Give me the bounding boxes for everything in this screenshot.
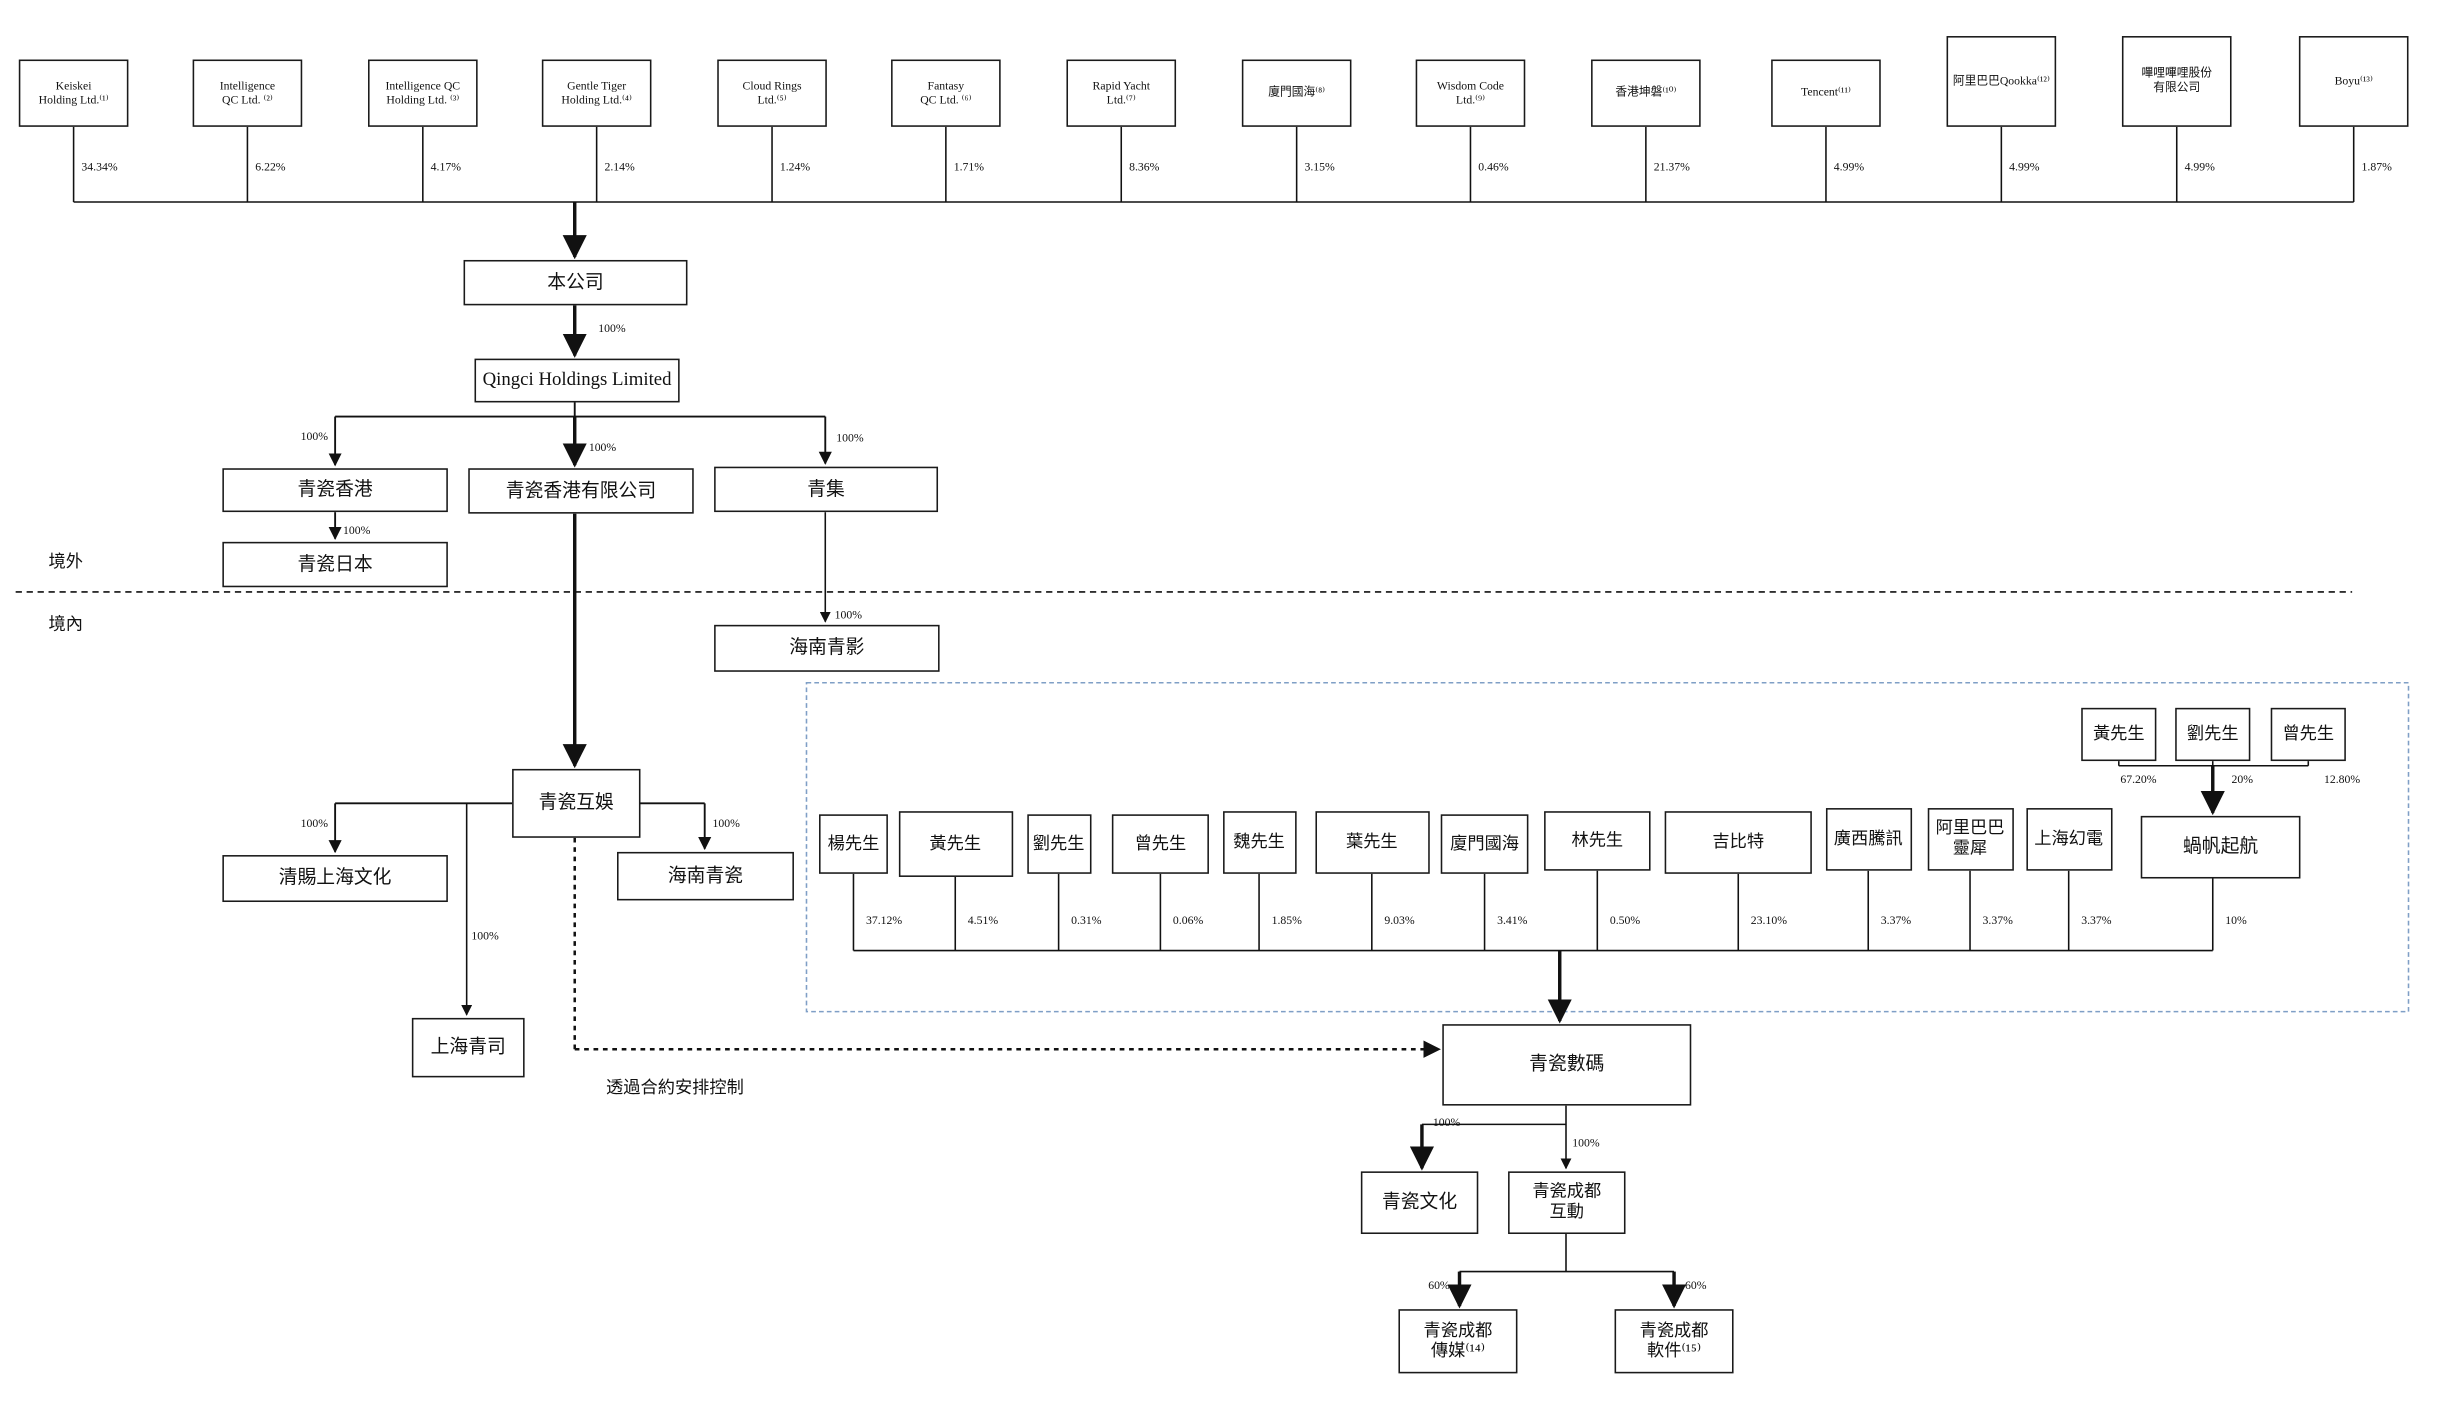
domestic-pct-2: 4.51% [967, 912, 999, 928]
hainan-qingying-box: 海南青影 [714, 624, 940, 672]
hainan-qingci-box: 海南青瓷 [617, 851, 794, 901]
qingci-chengdu-software-box: 青瓷成都 軟件⁽¹⁵⁾ [1614, 1309, 1734, 1374]
zone-offshore-label: 境外 [48, 552, 83, 572]
qingci-wenhua-box: 青瓷文化 [1360, 1171, 1479, 1235]
shareholder-box-11: Tencent⁽¹¹⁾ [1771, 59, 1881, 127]
domestic-shareholder-box-3: 劉先生 [1026, 814, 1091, 874]
domestic-pct-11: 3.37% [1982, 912, 2013, 928]
qingci-huyu-box: 青瓷互娛 [512, 768, 641, 838]
domestic-shareholder-box-11: 阿里巴巴 靈犀 [1926, 808, 2014, 871]
shareholder-pct-12: 4.99% [2009, 159, 2040, 174]
shanghai-culture-box: 清賜上海文化 [222, 855, 448, 903]
woofan-owner-pct-1: 67.20% [2120, 772, 2157, 787]
zone-onshore-label: 境內 [48, 615, 83, 635]
domestic-pct-13: 10% [2225, 912, 2247, 928]
woofan-owner-pct-2: 20% [2231, 772, 2254, 787]
pct-hk1: 100% [300, 429, 329, 444]
shareholder-pct-7: 8.36% [1129, 159, 1160, 174]
domestic-shareholders-frame [805, 681, 2410, 1013]
qingci-japan-box: 青瓷日本 [222, 541, 448, 588]
pct-cd-soft: 60% [1685, 1277, 1707, 1292]
domestic-pct-10: 3.37% [1880, 912, 1912, 928]
pct-hainan-qc: 100% [712, 815, 740, 830]
pct-japan: 100% [342, 523, 371, 538]
domestic-shareholder-box-4: 曾先生 [1111, 814, 1209, 874]
domestic-pct-12: 3.37% [2081, 912, 2112, 928]
pct-hk2: 100% [588, 440, 617, 455]
domestic-shareholder-box-1: 楊先生 [819, 814, 888, 874]
qingci-chengdu-hudong-box: 青瓷成都 互動 [1508, 1171, 1626, 1235]
shareholder-pct-1: 34.34% [81, 159, 118, 174]
domestic-shareholder-box-10: 廣西騰訊 [1825, 808, 1912, 871]
domestic-shareholder-box-5: 魏先生 [1222, 811, 1296, 874]
qingci-shuma-box: 青瓷數碼 [1442, 1024, 1692, 1106]
pct-wenhua: 100% [1432, 1114, 1461, 1130]
qingci-holdings-box: Qingci Holdings Limited [474, 358, 680, 403]
domestic-pct-5: 1.85% [1271, 912, 1302, 928]
domestic-pct-8: 0.50% [1609, 912, 1641, 928]
woofan-owner-box-3: 曾先生 [2270, 707, 2346, 762]
shanghai-qingsi-box: 上海青司 [411, 1017, 525, 1078]
pct-qingji: 100% [836, 430, 864, 445]
woofan-owner-box-2: 劉先生 [2175, 707, 2251, 762]
shareholder-pct-4: 2.14% [604, 159, 635, 174]
domestic-pct-1: 37.12% [865, 912, 903, 928]
pct-hainan-qy: 100% [834, 607, 863, 622]
shareholder-pct-3: 4.17% [430, 159, 461, 174]
shareholder-box-8: 廈門國海⁽⁸⁾ [1241, 59, 1352, 127]
shareholder-box-12: 阿里巴巴Qookka⁽¹²⁾ [1946, 36, 2057, 127]
shareholder-box-10: 香港坤磐⁽¹⁰⁾ [1591, 59, 1701, 127]
pct-company-holdings: 100% [598, 321, 626, 336]
company-box: 本公司 [463, 259, 688, 306]
qingci-chengdu-media-box: 青瓷成都 傳媒⁽¹⁴⁾ [1398, 1309, 1518, 1374]
domestic-shareholder-box-12: 上海幻電 [2025, 808, 2112, 871]
domestic-pct-6: 9.03% [1384, 912, 1415, 928]
domestic-pct-9: 23.10% [1750, 912, 1788, 928]
pct-hudong: 100% [1572, 1135, 1600, 1150]
shareholder-pct-14: 1.87% [2361, 159, 2392, 174]
shareholder-box-5: Cloud Rings Ltd.⁽⁵⁾ [717, 59, 827, 127]
shareholder-pct-2: 6.22% [255, 159, 286, 174]
shareholder-box-7: Rapid Yacht Ltd.⁽⁷⁾ [1066, 59, 1177, 127]
shareholder-pct-11: 4.99% [1833, 159, 1865, 174]
qingci-hk-box: 青瓷香港 [222, 468, 448, 513]
domestic-shareholder-box-8: 林先生 [1544, 811, 1651, 871]
woofan-qihang-box: 蝸帆起航 [2140, 815, 2301, 879]
shareholder-pct-13: 4.99% [2184, 159, 2215, 174]
domestic-shareholder-box-2: 黃先生 [898, 811, 1013, 877]
shareholder-box-3: Intelligence QC Holding Ltd. ⁽³⁾ [368, 59, 478, 127]
qingji-box: 青集 [714, 466, 939, 513]
shareholder-pct-6: 1.71% [953, 159, 985, 174]
qingci-hk-limited-box: 青瓷香港有限公司 [468, 468, 694, 514]
shareholder-box-14: Boyu⁽¹³⁾ [2298, 36, 2409, 127]
shareholder-pct-10: 21.37% [1653, 159, 1690, 174]
domestic-shareholder-box-6: 葉先生 [1314, 811, 1429, 874]
woofan-owner-pct-3: 12.80% [2323, 772, 2361, 787]
pct-cd-media: 60% [1428, 1277, 1450, 1292]
domestic-shareholder-box-7: 廈門國海 [1440, 814, 1529, 874]
pct-sh-culture: 100% [300, 815, 329, 830]
domestic-pct-3: 0.31% [1071, 912, 1102, 928]
shareholder-box-9: Wisdom Code Ltd.⁽⁹⁾ [1415, 59, 1526, 127]
domestic-pct-7: 3.41% [1497, 912, 1528, 928]
shareholder-box-2: Intelligence QC Ltd. ⁽²⁾ [192, 59, 303, 127]
shareholder-box-4: Gentle Tiger Holding Ltd.⁽⁴⁾ [541, 59, 652, 127]
shareholder-pct-5: 1.24% [779, 159, 811, 174]
contractual-control-note: 透過合約安排控制 [606, 1078, 744, 1098]
shareholder-box-13: 嗶哩嗶哩股份 有限公司 [2121, 36, 2232, 127]
shareholder-box-1: Keiskei Holding Ltd.⁽¹⁾ [18, 59, 129, 127]
domestic-pct-4: 0.06% [1172, 912, 1204, 928]
shareholder-box-6: Fantasy QC Ltd. ⁽⁶⁾ [891, 59, 1001, 127]
shareholder-pct-8: 3.15% [1304, 159, 1335, 174]
shareholder-pct-9: 0.46% [1478, 159, 1509, 174]
pct-sh-qingsi: 100% [471, 928, 499, 943]
domestic-shareholder-box-9: 吉比特 [1664, 811, 1812, 874]
woofan-owner-box-1: 黃先生 [2081, 707, 2157, 762]
